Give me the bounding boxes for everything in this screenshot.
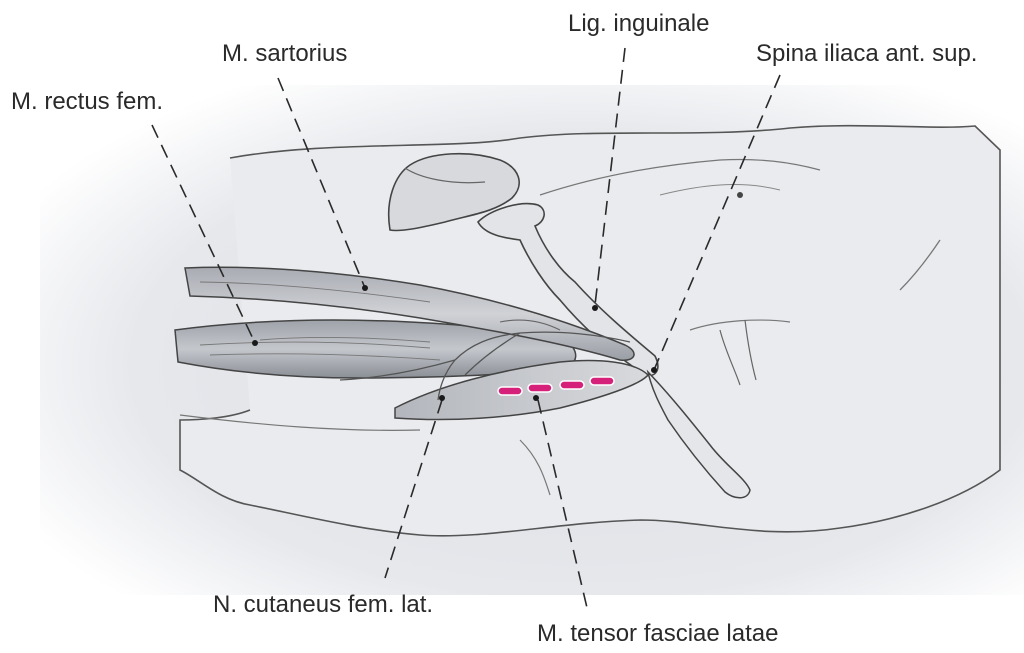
incision-mark xyxy=(498,387,522,395)
label-asis: Spina iliaca ant. sup. xyxy=(756,42,977,66)
incision-mark xyxy=(560,381,584,389)
label-sartorius: M. sartorius xyxy=(222,42,347,66)
label-lateral-femoral-cutaneous-nerve: N. cutaneus fem. lat. xyxy=(213,593,433,617)
incision-mark xyxy=(528,384,552,392)
pointer-dot-tensor xyxy=(533,395,539,401)
pointer-dot-spina xyxy=(651,367,657,373)
pointer-dot-sartorius xyxy=(362,285,368,291)
landmark-dot xyxy=(737,192,743,198)
label-inguinal-ligament: Lig. inguinale xyxy=(568,12,709,36)
label-tensor-fasciae-latae: M. tensor fasciae latae xyxy=(537,622,778,646)
incision-mark xyxy=(590,377,614,385)
pointer-dot-cutaneus xyxy=(439,395,445,401)
pointer-dot-inguinale xyxy=(592,305,598,311)
pointer-dot-rectus xyxy=(252,340,258,346)
label-rectus-femoris: M. rectus fem. xyxy=(11,90,163,114)
